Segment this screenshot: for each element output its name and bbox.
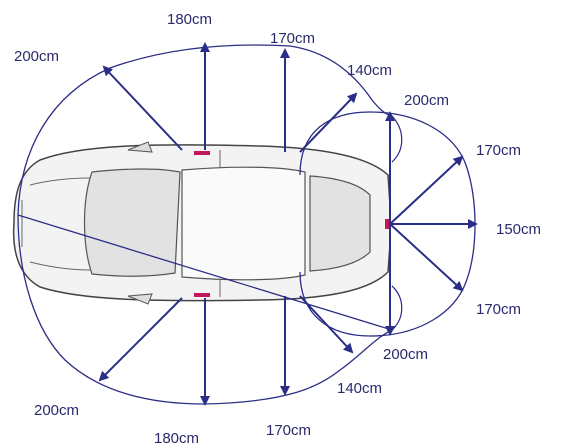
label-rear-side-top: 200cm — [404, 92, 450, 109]
sensor-bottom — [194, 293, 210, 297]
sensor-top — [194, 151, 210, 155]
label-rear-upper: 170cm — [476, 142, 522, 159]
arrow-bottom-right-140 — [299, 295, 354, 354]
label-bottom-center-right: 170cm — [266, 422, 312, 439]
car-top-view — [12, 141, 391, 305]
arrow-rear-lower-170 — [389, 223, 464, 292]
label-bottom-right: 140cm — [337, 380, 383, 397]
sensor-rear — [385, 219, 389, 229]
car-rear-window — [309, 175, 371, 272]
car-windshield — [83, 168, 181, 277]
coverage-outline-main — [17, 44, 394, 405]
arrow-top-left-200 — [102, 65, 183, 151]
label-bottom-center-left: 180cm — [154, 430, 200, 447]
car-mirror-right — [127, 293, 153, 305]
rear-bumper-loop-top — [391, 115, 403, 163]
label-front-right: 140cm — [347, 62, 393, 79]
label-bottom-left: 200cm — [34, 402, 80, 419]
label-front-center-left: 180cm — [167, 11, 213, 28]
label-rear-center: 150cm — [496, 221, 542, 238]
label-front-left: 200cm — [14, 48, 60, 65]
label-front-center-right: 170cm — [270, 30, 316, 47]
label-rear-lower: 170cm — [476, 301, 522, 318]
arrow-bottom-left-200 — [98, 297, 183, 382]
car-hood-lines — [21, 177, 91, 271]
label-rear-side-bottom: 200cm — [383, 346, 429, 363]
rear-bumper-loop-bottom — [391, 285, 403, 331]
car-mirror-left — [127, 141, 153, 153]
car-roof — [181, 166, 306, 281]
arrow-rear-upper-170 — [389, 155, 464, 225]
arrow-top-right-140 — [299, 92, 358, 153]
